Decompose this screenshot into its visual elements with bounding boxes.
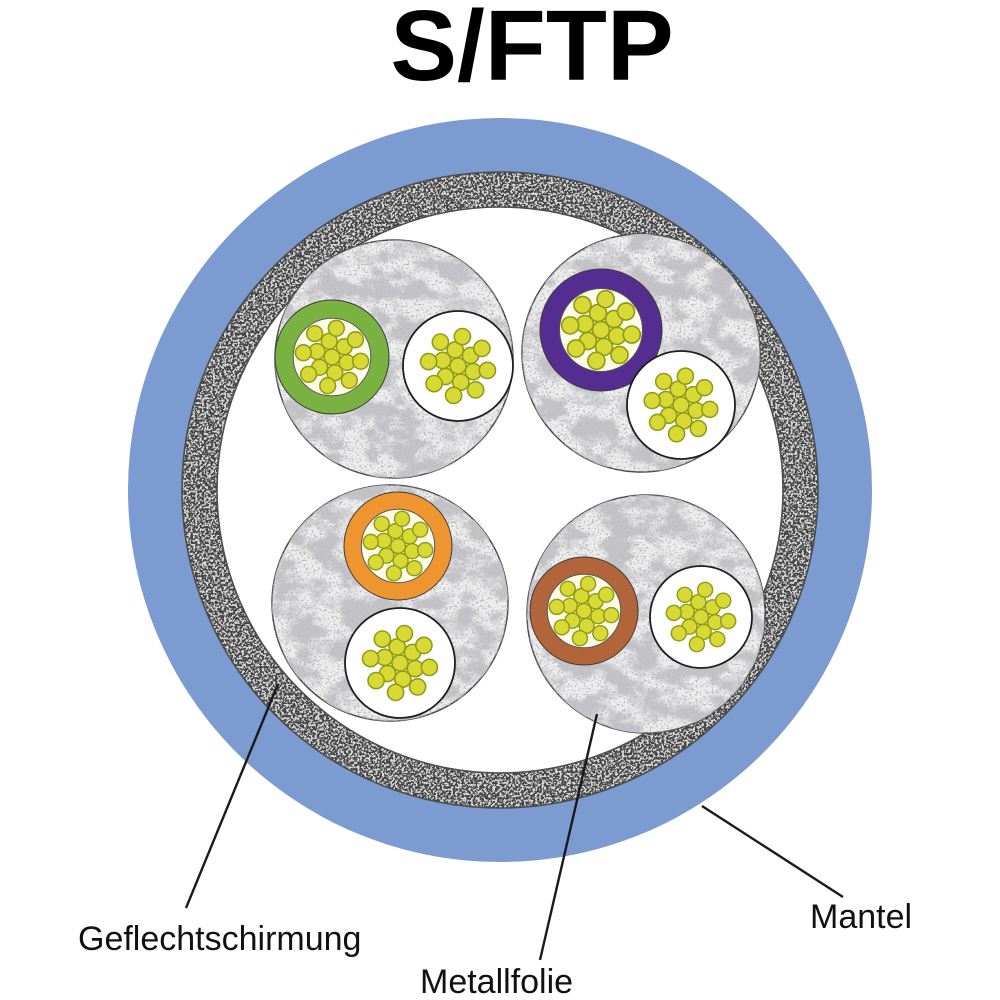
copper-strand: [387, 522, 404, 540]
copper-strand: [622, 325, 642, 344]
annotations: Geflechtschirmung Metallfolie Mantel: [78, 683, 912, 1000]
copper-strand: [648, 413, 667, 432]
copper-strand: [610, 345, 629, 365]
copper-strand: [596, 289, 615, 309]
copper-strand: [392, 552, 409, 570]
copper-strand: [579, 575, 597, 593]
copper-strand: [420, 658, 439, 677]
copper-strand: [320, 332, 338, 350]
copper-strand: [695, 623, 712, 641]
copper-strand: [327, 319, 345, 337]
copper-strand: [587, 351, 606, 371]
copper-strand: [592, 624, 609, 642]
copper-strand: [362, 533, 380, 551]
copper-strand: [709, 630, 726, 648]
copper-strand: [367, 554, 385, 571]
copper-strand: [453, 327, 472, 346]
copper-strand: [416, 541, 434, 559]
copper-strand: [385, 564, 403, 582]
copper-strand: [306, 324, 324, 343]
copper-strand: [326, 364, 344, 382]
leader-line-braid: [184, 683, 280, 909]
copper-strand: [299, 365, 318, 383]
copper-strand: [654, 372, 673, 391]
copper-strand: [676, 586, 693, 604]
copper-strand: [560, 316, 580, 335]
copper-strand: [466, 381, 485, 399]
copper-strand: [553, 619, 571, 636]
copper-strand: [559, 580, 576, 598]
copper-strand: [419, 352, 438, 371]
copper-strand: [319, 377, 337, 395]
braid-outer-edge: [181, 171, 819, 809]
braid-inner-edge: [216, 206, 784, 774]
copper-strand: [696, 581, 714, 599]
copper-strand: [294, 344, 312, 362]
copper-strand: [406, 559, 423, 577]
label-foil: Metallfolie: [420, 963, 573, 1000]
twisted-pair-orange: [271, 484, 509, 722]
copper-strand: [701, 400, 719, 419]
copper-strand: [431, 333, 450, 351]
copper-strand: [689, 419, 708, 438]
copper-strand: [714, 592, 732, 609]
copper-strand: [688, 635, 706, 653]
cable-cross-section: [128, 118, 872, 862]
copper-strand: [566, 339, 586, 358]
copper-strand: [667, 425, 686, 443]
twisted-pairs-group: [271, 233, 766, 734]
copper-strand: [373, 630, 392, 648]
copper-strand: [352, 352, 370, 370]
copper-strand: [676, 367, 695, 385]
copper-strand: [393, 510, 411, 528]
braid-texture: [182, 172, 818, 808]
copper-strand: [643, 391, 661, 410]
copper-strand: [695, 378, 714, 397]
copper-strand: [602, 606, 620, 624]
copper-strand: [395, 624, 414, 643]
twisted-pair-violet: [521, 233, 761, 473]
copper-strand: [340, 371, 358, 390]
copper-strand: [408, 678, 427, 696]
foil-grain: [527, 495, 765, 733]
copper-strand: [444, 386, 463, 405]
copper-strand: [573, 295, 592, 315]
copper-strand: [367, 671, 385, 690]
copper-strand: [578, 617, 595, 635]
copper-strand: [597, 586, 615, 603]
copper-strand: [719, 612, 737, 630]
copper-strand: [548, 598, 566, 616]
twisted-pair-brown: [526, 494, 766, 734]
leader-line-jacket: [701, 804, 844, 899]
label-jacket: Mantel: [810, 898, 912, 936]
twisted-pair-green: [274, 239, 514, 479]
copper-strand: [616, 302, 636, 321]
copper-strand: [665, 604, 683, 622]
copper-strand: [571, 629, 589, 647]
leader-line-foil: [538, 713, 599, 961]
copper-strand: [361, 649, 380, 668]
copper-strand: [411, 521, 429, 538]
copper-strand: [690, 593, 707, 611]
copper-strand: [425, 374, 443, 393]
braid-shield-ring: [181, 171, 819, 809]
copper-strand: [478, 361, 497, 380]
copper-strand: [346, 331, 365, 349]
diagram-title: S/FTP: [390, 0, 673, 102]
copper-strand: [573, 587, 590, 605]
copper-strand: [415, 636, 433, 655]
copper-strand: [473, 339, 491, 358]
copper-strand: [670, 625, 688, 642]
label-braid: Geflechtschirmung: [78, 920, 361, 958]
copper-strand: [373, 515, 390, 533]
copper-strand: [386, 683, 405, 702]
